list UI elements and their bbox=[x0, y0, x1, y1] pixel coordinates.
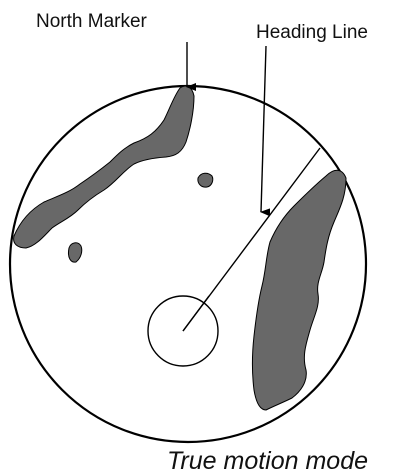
landmass-left bbox=[14, 86, 194, 248]
island-left bbox=[68, 243, 81, 262]
island-center bbox=[198, 173, 213, 187]
heading-line-arrow bbox=[261, 46, 266, 212]
landmass-right bbox=[253, 170, 347, 410]
heading-line-label: Heading Line bbox=[256, 22, 368, 43]
mode-label: True motion mode bbox=[167, 447, 368, 475]
north-marker-label: North Marker bbox=[36, 11, 148, 32]
